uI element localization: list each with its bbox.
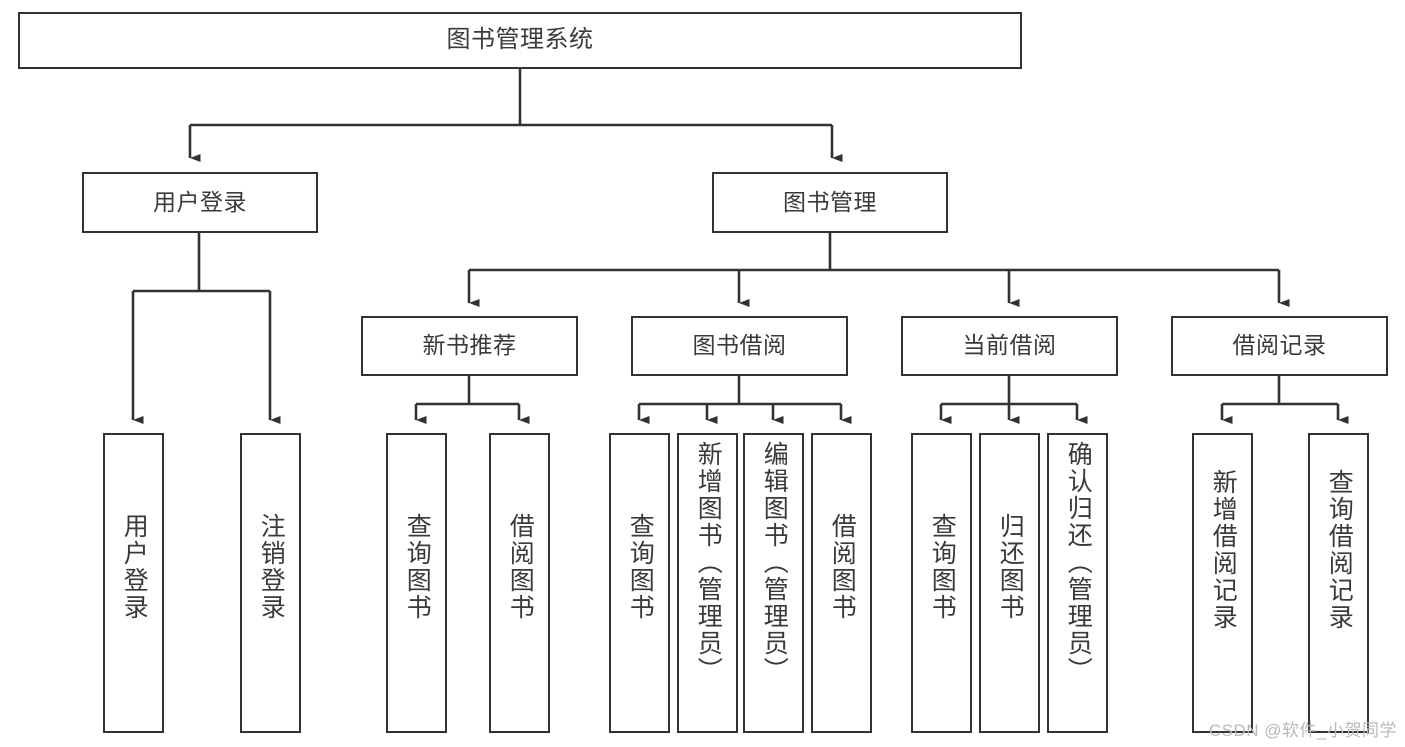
node-root-book-management-system[interactable]: 图书管理系统: [18, 12, 1022, 69]
leaf-record-add-borrow-record[interactable]: 新增借阅记录: [1192, 433, 1253, 733]
node-label: 查询借阅记录: [1325, 469, 1354, 631]
leaf-new-book-query-books[interactable]: 查询图书: [386, 433, 447, 733]
node-label: 图书管理: [783, 188, 877, 215]
node-new-book-recommendation[interactable]: 新书推荐: [361, 316, 578, 376]
node-label: 查询图书: [403, 513, 432, 621]
node-label: 借阅图书: [828, 513, 857, 621]
node-label: 用户登录: [120, 513, 149, 621]
leaf-borrow-add-book-admin[interactable]: 新增图书（管理员）: [677, 433, 738, 733]
node-label: 归还图书: [996, 513, 1025, 621]
node-borrowing-record[interactable]: 借阅记录: [1171, 316, 1388, 376]
node-label: 查询图书: [626, 513, 655, 621]
node-label: 查询图书: [928, 513, 957, 621]
node-label: 新增借阅记录: [1209, 469, 1238, 631]
leaf-record-query-borrow-record[interactable]: 查询借阅记录: [1308, 433, 1369, 733]
node-label: 新书推荐: [422, 332, 517, 359]
node-label: 借阅记录: [1232, 332, 1327, 359]
node-label: 编辑图书（管理员）: [760, 441, 789, 684]
leaf-borrow-edit-book-admin[interactable]: 编辑图书（管理员）: [743, 433, 804, 733]
node-label: 图书管理系统: [446, 26, 594, 54]
leaf-user-login-login[interactable]: 用户登录: [103, 433, 164, 733]
node-book-borrowing[interactable]: 图书借阅: [631, 316, 848, 376]
node-user-login[interactable]: 用户登录: [82, 172, 318, 233]
node-label: 注销登录: [257, 513, 286, 621]
node-book-management[interactable]: 图书管理: [712, 172, 948, 233]
node-label: 用户登录: [153, 188, 247, 215]
leaf-current-query-books[interactable]: 查询图书: [911, 433, 972, 733]
node-label: 确认归还（管理员）: [1064, 441, 1093, 684]
node-label: 借阅图书: [506, 513, 535, 621]
leaf-current-confirm-return-admin[interactable]: 确认归还（管理员）: [1047, 433, 1108, 733]
leaf-current-return-books[interactable]: 归还图书: [979, 433, 1040, 733]
node-label: 图书借阅: [692, 332, 787, 359]
leaf-borrow-borrow-books[interactable]: 借阅图书: [811, 433, 872, 733]
leaf-user-login-logout[interactable]: 注销登录: [240, 433, 301, 733]
node-label: 新增图书（管理员）: [694, 441, 723, 684]
leaf-borrow-query-books[interactable]: 查询图书: [609, 433, 670, 733]
node-current-borrowing[interactable]: 当前借阅: [901, 316, 1118, 376]
node-label: 当前借阅: [962, 332, 1057, 359]
leaf-new-book-borrow-books[interactable]: 借阅图书: [489, 433, 550, 733]
watermark: CSDN @软件_小贺同学: [1208, 721, 1397, 740]
